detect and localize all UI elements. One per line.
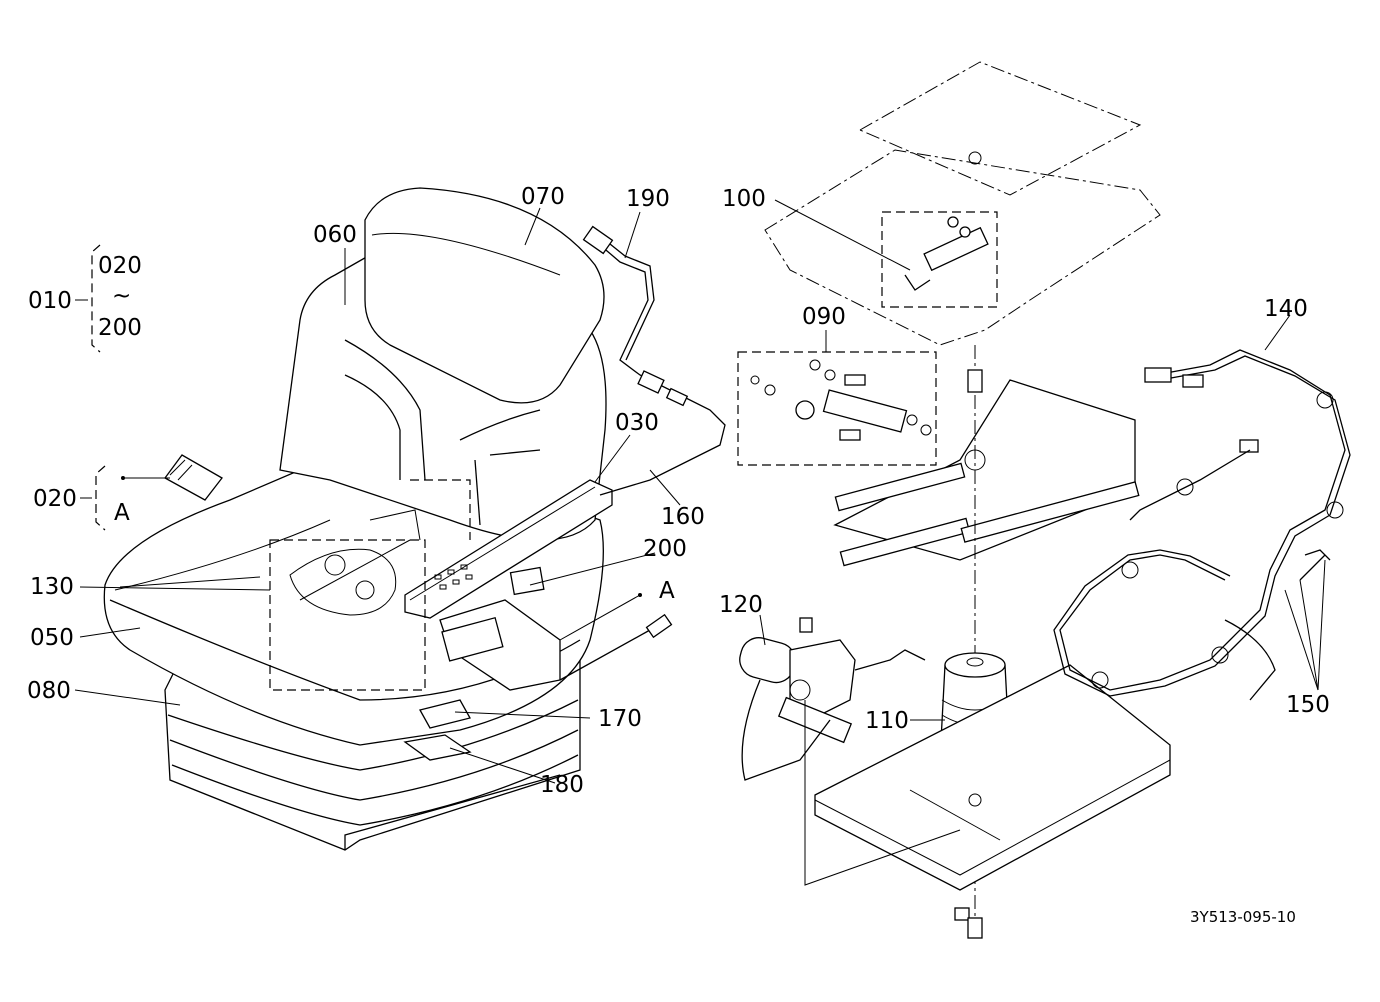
upper-frame-pin bbox=[904, 216, 989, 291]
leader-lines bbox=[74, 199, 1326, 784]
label-170: 170 bbox=[598, 706, 642, 732]
control-bracket bbox=[439, 566, 561, 691]
label-030: 030 bbox=[615, 410, 659, 436]
scissor-crossbar-3 bbox=[960, 481, 1140, 543]
bolt-top bbox=[967, 369, 983, 393]
harness-branch-150 bbox=[1299, 549, 1331, 581]
compressor-bolt bbox=[799, 617, 813, 633]
harness-main bbox=[1059, 349, 1346, 691]
compressor-bracket bbox=[777, 696, 853, 744]
cable-160 bbox=[599, 244, 726, 496]
harness-clip-3 bbox=[1326, 501, 1344, 519]
bracket-010 bbox=[91, 244, 101, 353]
bolt-bottom-left bbox=[954, 907, 970, 921]
wiring-harness bbox=[1053, 349, 1351, 701]
switch-190 bbox=[582, 225, 614, 255]
upper-frame bbox=[764, 149, 1161, 346]
harness-ground-wire bbox=[1224, 619, 1276, 701]
harness-clip-1 bbox=[1176, 478, 1194, 496]
top-plate bbox=[858, 61, 1142, 196]
label-120: 120 bbox=[719, 592, 763, 618]
label-callout-a-left: A bbox=[114, 500, 130, 526]
armrest-switch-panel bbox=[434, 564, 473, 590]
plate-hole bbox=[968, 151, 982, 165]
base-plate-hole bbox=[968, 793, 982, 807]
harness-branch bbox=[1129, 449, 1251, 521]
label-110: 110 bbox=[865, 708, 909, 734]
lead-to-connector-a bbox=[559, 629, 651, 681]
part-labels: 010 020 ~ 200 020 A 060 070 190 030 160 … bbox=[27, 184, 1330, 926]
harness-clip-5 bbox=[1091, 671, 1109, 689]
cable-160-inner bbox=[604, 239, 655, 361]
label-050: 050 bbox=[30, 625, 74, 651]
scissor-crossbar-2 bbox=[839, 517, 971, 567]
label-080: 080 bbox=[27, 678, 71, 704]
label-range-tilde: ~ bbox=[112, 283, 131, 309]
seat-assembly bbox=[103, 187, 726, 851]
air-suspension-assembly bbox=[737, 61, 1351, 939]
harness-connector-1 bbox=[1144, 367, 1172, 383]
label-020: 020 bbox=[33, 486, 77, 512]
label-090: 090 bbox=[802, 304, 846, 330]
bracket-020 bbox=[95, 465, 106, 531]
harness-main-inner bbox=[1053, 355, 1351, 697]
detail-a-part bbox=[164, 454, 223, 501]
connector-160b bbox=[665, 387, 689, 407]
lever-170 bbox=[419, 699, 471, 729]
bottom-base-plate bbox=[814, 664, 1171, 891]
seat-armrest bbox=[404, 479, 613, 619]
label-070: 070 bbox=[521, 184, 565, 210]
label-160: 160 bbox=[661, 504, 705, 530]
upper-frame-detail-box bbox=[881, 211, 998, 308]
label-020-range-start: 020 bbox=[98, 253, 142, 279]
connector-160a bbox=[637, 370, 665, 394]
label-200-range-end: 200 bbox=[98, 315, 142, 341]
label-180: 180 bbox=[540, 772, 584, 798]
label-150: 150 bbox=[1286, 692, 1330, 718]
lumbar-detail-box-top bbox=[410, 479, 471, 540]
harness-clip-6 bbox=[1211, 646, 1229, 664]
shock-kit-detail-box bbox=[737, 351, 937, 466]
connector-a bbox=[645, 613, 673, 639]
label-callout-a-right: A bbox=[659, 578, 675, 604]
lumbar-detail-box bbox=[269, 539, 426, 691]
label-200: 200 bbox=[643, 536, 687, 562]
lever-180 bbox=[403, 734, 472, 761]
label-060: 060 bbox=[313, 222, 357, 248]
harness-connector-2 bbox=[1182, 374, 1204, 388]
label-010: 010 bbox=[28, 288, 72, 314]
scissor-frame bbox=[833, 379, 1136, 561]
harness-clip-2 bbox=[1316, 391, 1334, 409]
compressor-hose bbox=[741, 679, 831, 781]
harness-clip-4 bbox=[1121, 561, 1139, 579]
scissor-crossbar-1 bbox=[834, 462, 966, 512]
shock-absorber bbox=[750, 359, 932, 441]
label-190: 190 bbox=[626, 186, 670, 212]
compressor bbox=[739, 617, 856, 744]
lumbar-mechanism bbox=[289, 509, 421, 616]
label-100: 100 bbox=[722, 186, 766, 212]
harness-connector-3 bbox=[1239, 439, 1259, 453]
drawing-number: 3Y513-095-10 bbox=[1190, 908, 1296, 926]
bolt-bottom-right bbox=[967, 917, 983, 939]
label-130: 130 bbox=[30, 574, 74, 600]
seat-headrest bbox=[364, 187, 605, 404]
compressor-leader bbox=[804, 700, 961, 886]
label-140: 140 bbox=[1264, 296, 1308, 322]
compressor-wire bbox=[854, 649, 926, 671]
